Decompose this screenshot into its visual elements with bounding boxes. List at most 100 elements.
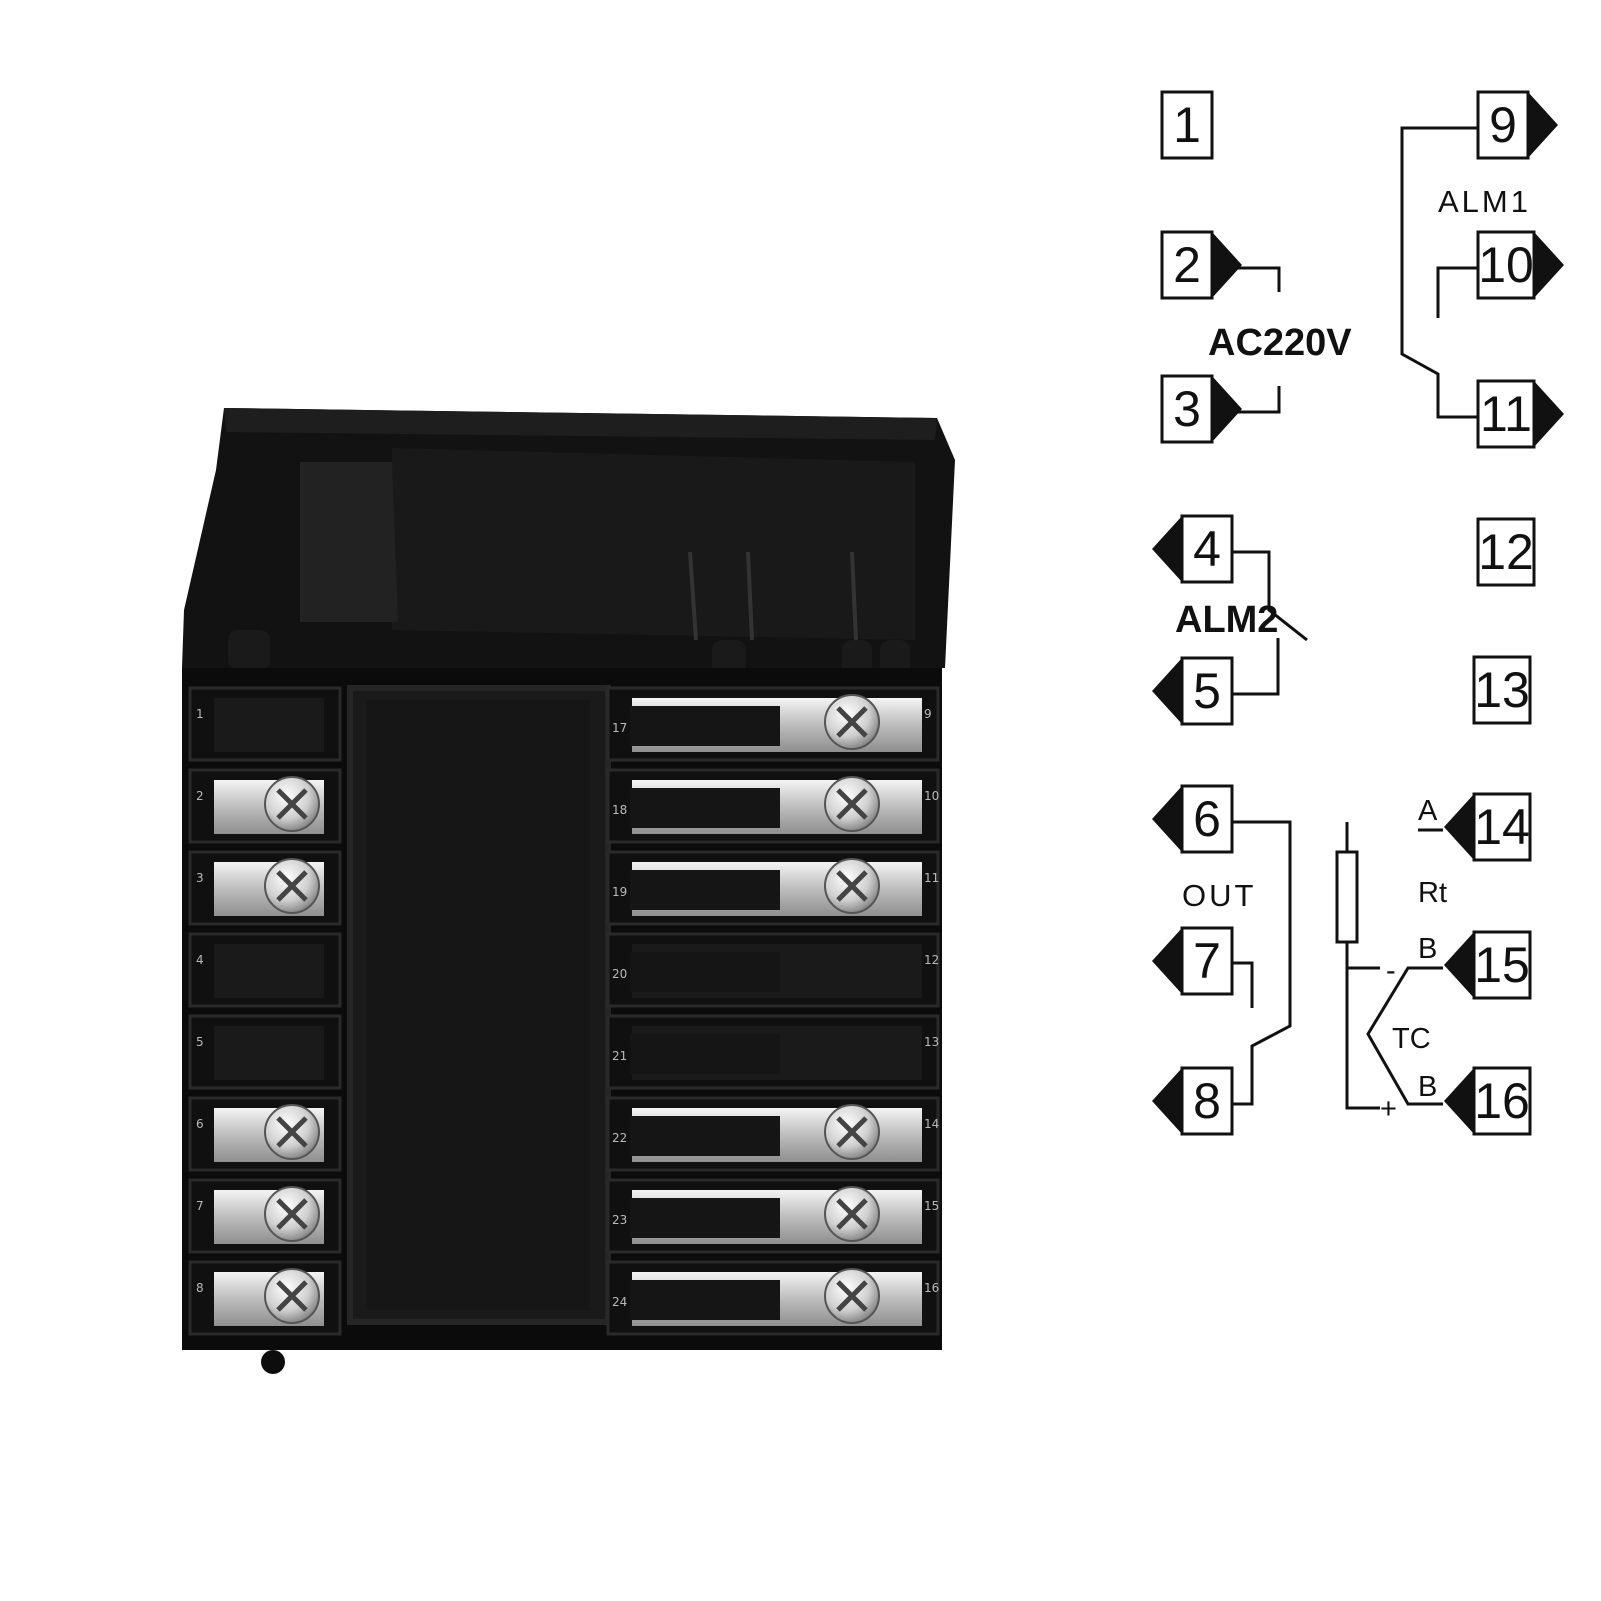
photo-terminal-row: 8: [188, 1260, 342, 1336]
terminal-10-arrow: [1534, 232, 1564, 298]
terminal-16: 16: [1444, 1066, 1532, 1136]
terminal-2-number: 2: [1173, 237, 1201, 293]
photo-terminal-row: 2: [188, 768, 342, 844]
terminal-7: 7: [1152, 926, 1234, 996]
plus-sign: +: [1380, 1093, 1397, 1125]
minus-sign: -: [1386, 955, 1396, 987]
photo-terminal-number: 2: [196, 789, 204, 803]
wire-power-2: [1222, 266, 1281, 292]
rtd-label: Rt: [1418, 877, 1447, 909]
terminal-screw-icon: [264, 776, 320, 832]
terminal-14: 14: [1444, 792, 1532, 862]
photo-inner-terminal-number: 17: [612, 721, 627, 735]
terminal-16-number: 16: [1474, 1073, 1530, 1129]
terminal-6-arrow: [1152, 786, 1182, 852]
terminal-15-number: 15: [1474, 937, 1530, 993]
photo-terminal-row: 7: [188, 1178, 342, 1254]
terminal-9-arrow: [1528, 92, 1558, 158]
photo-inner-terminal-number: 23: [612, 1213, 627, 1227]
wire-alm2-4: [1208, 550, 1308, 642]
photo-inner-terminal-number: 21: [612, 1049, 627, 1063]
terminal-screw-icon: [824, 1186, 880, 1242]
terminal-1-number: 1: [1173, 97, 1201, 153]
photo-terminal-row: 5: [188, 1014, 342, 1090]
photo-terminal-number: 7: [196, 1199, 204, 1213]
terminal-6-number: 6: [1193, 791, 1221, 847]
terminal-6: 6: [1152, 784, 1234, 854]
terminal-8-arrow: [1152, 1068, 1182, 1134]
terminal-12-number: 12: [1478, 524, 1534, 580]
terminal-3-number: 3: [1173, 381, 1201, 437]
photo-terminal-number: 14: [924, 1117, 939, 1131]
terminal-11-number: 11: [1480, 386, 1532, 442]
terminal-screw-icon: [824, 694, 880, 750]
photo-terminal-row: 3: [188, 850, 342, 926]
photo-terminal-number: 5: [196, 1035, 204, 1049]
terminal-5-number: 5: [1193, 663, 1221, 719]
terminal-4-arrow: [1152, 516, 1182, 582]
terminal-b-upper-label: B: [1418, 933, 1437, 965]
photo-inner-terminal-number: 18: [612, 803, 627, 817]
power-label: AC220V: [1208, 322, 1352, 364]
output-label: OUT: [1182, 878, 1256, 913]
terminal-4: 4: [1152, 514, 1234, 584]
terminal-3-arrow: [1212, 376, 1242, 442]
photo-terminal-number: 3: [196, 871, 204, 885]
terminal-8: 8: [1152, 1066, 1234, 1136]
terminal-screw-icon: [264, 1268, 320, 1324]
wire-out-common: [1208, 820, 1292, 1106]
photo-terminal-number: 4: [196, 953, 204, 967]
terminal-7-arrow: [1152, 928, 1182, 994]
terminal-2-arrow: [1212, 232, 1242, 298]
photo-terminal-row: 10 18: [606, 768, 940, 844]
terminal-10-number: 10: [1478, 237, 1534, 293]
terminal-b-lower-label: B: [1418, 1071, 1437, 1103]
terminal-10: 10: [1476, 230, 1564, 300]
photo-terminal-number: 10: [924, 789, 939, 803]
photo-terminal-number: 12: [924, 953, 939, 967]
terminal-screw-icon: [264, 1186, 320, 1242]
terminal-5: 5: [1152, 656, 1234, 726]
terminal-13-number: 13: [1474, 662, 1530, 718]
terminal-5-arrow: [1152, 658, 1182, 724]
terminal-screw-icon: [824, 776, 880, 832]
photo-terminal-row: 4: [188, 932, 342, 1008]
terminal-14-arrow: [1444, 794, 1474, 860]
terminal-16-arrow: [1444, 1068, 1474, 1134]
photo-inner-terminal-number: 24: [612, 1295, 627, 1309]
wire-alm1-common: [1400, 126, 1478, 419]
photo-inner-terminal-number: 20: [612, 967, 627, 981]
photo-inner-terminal-number: 19: [612, 885, 627, 899]
terminal-8-number: 8: [1193, 1073, 1221, 1129]
wire-sensor-left: [1345, 942, 1380, 1110]
wire-power-3: [1222, 386, 1281, 414]
photo-terminal-number: 15: [924, 1199, 939, 1213]
terminal-3: 3: [1160, 374, 1242, 444]
photo-terminal-row: 11 19: [606, 850, 940, 926]
alarm2-label: ALM2: [1175, 599, 1278, 641]
terminal-9-number: 9: [1489, 97, 1517, 153]
photo-terminal-number: 11: [924, 871, 939, 885]
photo-terminal-row: 9 17: [606, 686, 940, 762]
wire-alm1-contact: [1436, 266, 1478, 318]
terminal-15-arrow: [1444, 932, 1474, 998]
photo-terminal-number: 1: [196, 707, 204, 721]
photo-terminal-number: 6: [196, 1117, 204, 1131]
terminal-screw-icon: [264, 1104, 320, 1160]
terminal-15: 15: [1444, 930, 1532, 1000]
photo-terminal-number: 9: [924, 707, 932, 721]
terminal-7-number: 7: [1193, 933, 1221, 989]
terminal-2: 2: [1160, 230, 1242, 300]
terminal-screw-icon: [264, 858, 320, 914]
left-terminal-column: 1 2 3 4 5 6 7 8: [188, 686, 342, 1336]
wire-tc: [1366, 966, 1443, 1106]
terminal-13: 13: [1472, 655, 1532, 725]
photo-terminal-row: 12 20: [606, 932, 940, 1008]
rtd-resistor-symbol: [1335, 850, 1359, 944]
terminal-screw-icon: [824, 1268, 880, 1324]
terminal-14-number: 14: [1474, 799, 1530, 855]
